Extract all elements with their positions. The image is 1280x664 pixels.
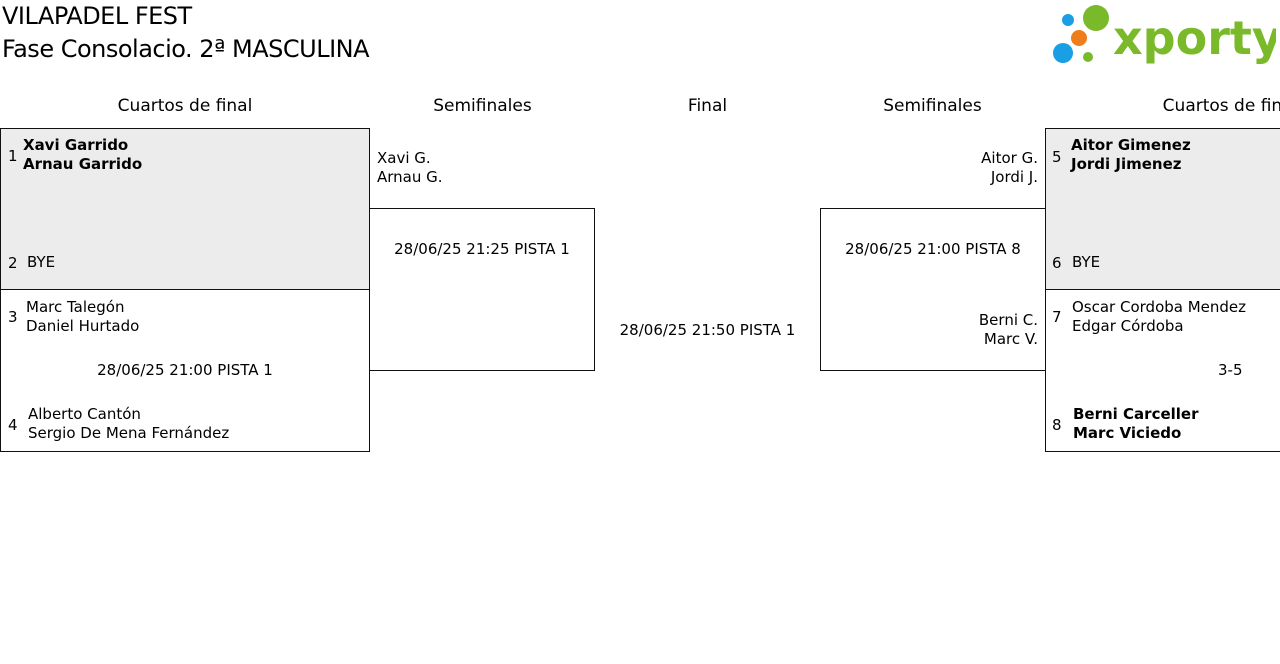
player-name: Xavi G. <box>377 149 431 167</box>
player-name: Arnau Garrido <box>23 155 143 173</box>
match-schedule: 28/06/25 21:00 PISTA 8 <box>845 240 1021 258</box>
player-name: Daniel Hurtado <box>26 317 140 335</box>
match-box-left-sf[interactable] <box>369 208 595 371</box>
column-header-left-sf: Semifinales <box>433 96 532 116</box>
column-header-right-qf: Cuartos de final <box>1162 96 1280 116</box>
match-box-right-qf-2[interactable] <box>1045 289 1280 452</box>
player-name: Aitor Gimenez <box>1071 136 1191 154</box>
player-name: Berni C. <box>978 311 1038 329</box>
player-name: Xavi Garrido <box>23 136 129 154</box>
seed-number: 6 <box>1052 254 1062 272</box>
player-name: Oscar Cordoba Mendez <box>1072 298 1247 316</box>
xporty-logo: xporty <box>1050 4 1280 68</box>
player-name: Arnau G. <box>377 168 443 186</box>
player-name: Aitor G. <box>981 149 1038 167</box>
match-schedule-final: 28/06/25 21:50 PISTA 1 <box>619 321 796 339</box>
player-name: Sergio De Mena Fernández <box>28 424 230 442</box>
player-name: Jordi J. <box>990 168 1038 186</box>
player-name: BYE <box>27 253 56 271</box>
player-name: Berni Carceller <box>1073 405 1199 423</box>
player-name: Marc V. <box>983 330 1038 348</box>
column-header-final: Final <box>687 96 728 116</box>
column-header-left-qf: Cuartos de final <box>117 96 253 116</box>
player-name: BYE <box>1072 253 1101 271</box>
seed-number: 1 <box>8 147 18 165</box>
player-name: Alberto Cantón <box>28 405 141 423</box>
logo-wordmark: xporty <box>1113 11 1276 65</box>
seed-number: 8 <box>1052 416 1062 434</box>
match-score: 3-5 <box>1218 361 1243 379</box>
column-header-right-sf: Semifinales <box>883 96 982 116</box>
player-name: Marc Talegón <box>26 298 125 316</box>
match-box-left-qf-1[interactable] <box>0 128 370 290</box>
match-box-right-qf-1[interactable] <box>1045 128 1280 290</box>
player-name: Jordi Jimenez <box>1071 155 1182 173</box>
player-name: Edgar Córdoba <box>1072 317 1184 335</box>
seed-number: 3 <box>8 308 18 326</box>
seed-number: 7 <box>1052 308 1062 326</box>
match-schedule: 28/06/25 21:25 PISTA 1 <box>394 240 570 258</box>
seed-number: 4 <box>8 416 18 434</box>
match-schedule: 28/06/25 21:00 PISTA 1 <box>97 361 273 379</box>
seed-number: 2 <box>8 254 18 272</box>
player-name: Marc Viciedo <box>1073 424 1182 442</box>
tournament-title: VILAPADEL FEST <box>2 2 192 30</box>
seed-number: 5 <box>1052 148 1062 166</box>
phase-subtitle: Fase Consolacio. 2ª MASCULINA <box>2 35 370 63</box>
